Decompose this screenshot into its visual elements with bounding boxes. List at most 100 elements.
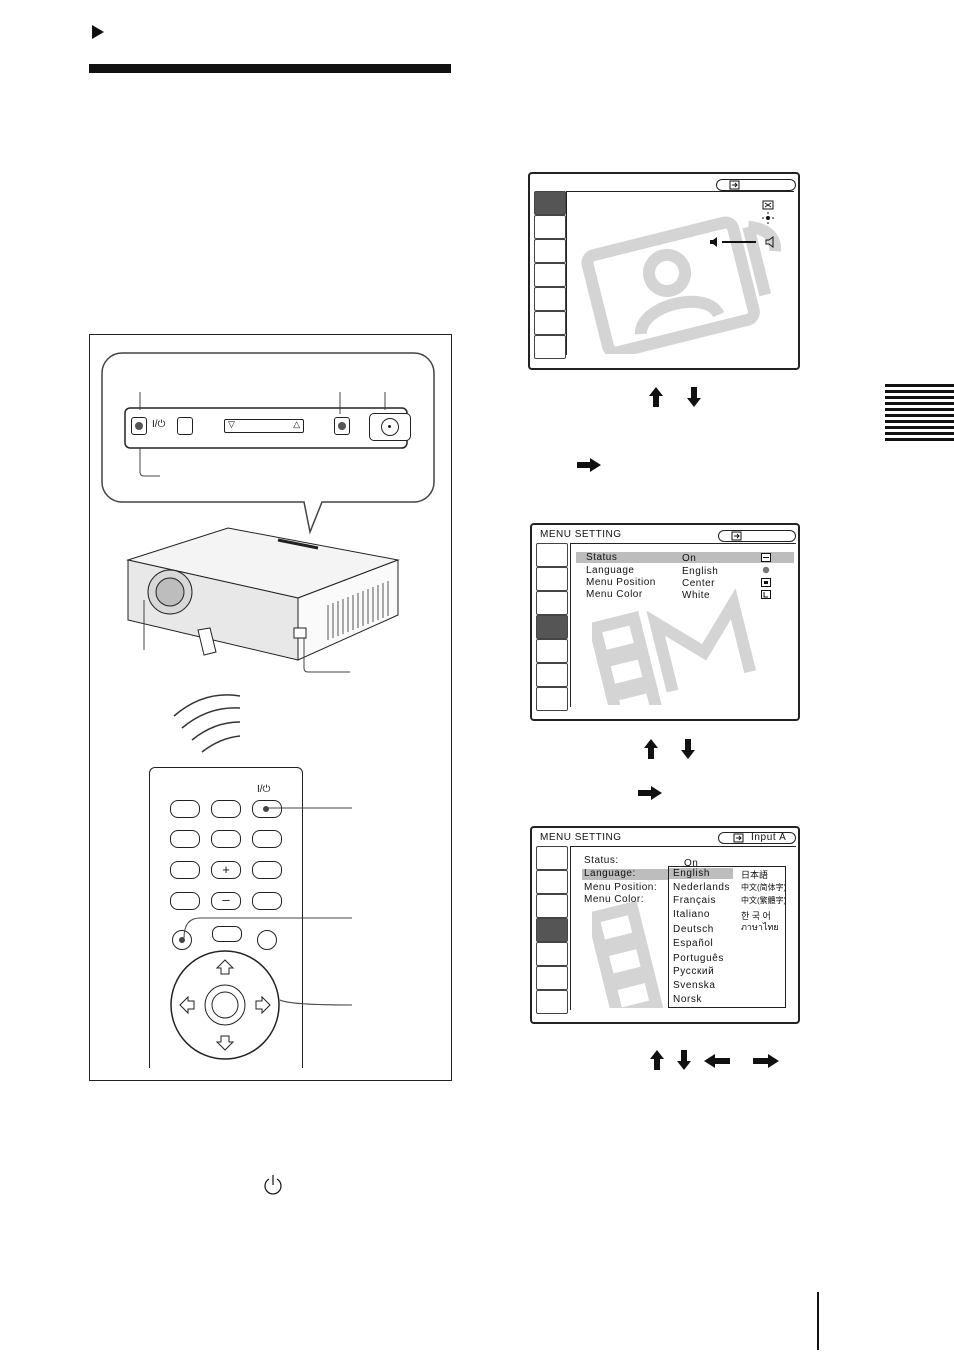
tab-picture-sound[interactable] (536, 543, 568, 567)
tab-installation[interactable] (536, 942, 568, 966)
row-language-value: English (682, 566, 719, 577)
language-option[interactable]: Deutsch (673, 924, 714, 935)
menu-title: MENU SETTING (540, 832, 622, 843)
menu-title: MENU SETTING (540, 529, 622, 540)
tab-setting[interactable] (534, 239, 566, 263)
language-option[interactable]: English (673, 868, 710, 879)
remote-button[interactable] (252, 830, 282, 848)
remote-volume-up-button[interactable]: + (211, 861, 241, 879)
tab-information[interactable] (536, 663, 568, 687)
highlight-bar (576, 552, 794, 563)
tab-blank (536, 687, 568, 711)
joystick-button[interactable] (369, 413, 411, 441)
remote-button[interactable] (211, 800, 241, 818)
language-option[interactable]: Français (673, 895, 717, 906)
menu-screen-menu-setting: MENU SETTING Status On Language English … (530, 523, 800, 721)
input-label: Input A (751, 832, 787, 843)
tab-menu-setting[interactable] (534, 263, 566, 287)
tab-picture-sound[interactable] (536, 846, 568, 870)
menu-color-icon (761, 590, 771, 599)
remote-power-label: I/⏻ (257, 784, 271, 795)
tab-input[interactable] (534, 215, 566, 239)
remote-input-button[interactable] (170, 800, 200, 818)
remote-button[interactable] (252, 861, 282, 879)
input-indicator (718, 530, 796, 542)
row-language-label[interactable]: Language (586, 565, 635, 576)
highlight-bar (582, 869, 668, 880)
illustration-frame (89, 334, 452, 1081)
language-option[interactable]: 中文(繁體字) (741, 896, 787, 905)
language-option[interactable]: 한 국 어 (741, 911, 771, 921)
arrow-down-icon (687, 387, 701, 407)
row-status-label[interactable]: Status: (584, 855, 619, 866)
menu-setting-watermark-icon (592, 900, 664, 1008)
remote-button[interactable] (252, 892, 282, 910)
tab-input[interactable] (536, 870, 568, 894)
tab-installation[interactable] (536, 639, 568, 663)
language-dropdown[interactable]: English Nederlands Français Italiano Deu… (668, 866, 786, 1008)
tab-input[interactable] (536, 567, 568, 591)
row-menu-position-label[interactable]: Menu Position: (584, 882, 658, 893)
row-language-label[interactable]: Language: (584, 868, 636, 879)
remote-direction-pad[interactable] (166, 950, 284, 1060)
input-indicator: Input A (718, 832, 796, 844)
remote-power-button[interactable] (252, 800, 282, 818)
picture-sound-watermark-icon (581, 216, 781, 354)
volume-slider[interactable] (708, 236, 778, 248)
input-button[interactable] (177, 417, 193, 435)
row-menu-color-label[interactable]: Menu Color (586, 589, 643, 600)
arrow-up-icon (644, 739, 658, 759)
remote-button[interactable] (170, 830, 200, 848)
language-option[interactable]: Español (673, 938, 714, 949)
volume-slider-panel[interactable]: ▽△ (224, 419, 304, 433)
remote-button[interactable] (212, 926, 242, 942)
tab-blank (534, 335, 566, 359)
menu-setting-watermark-icon (592, 588, 757, 705)
language-option[interactable]: Italiano (673, 909, 711, 920)
remote-button[interactable] (170, 892, 200, 910)
tab-setting[interactable] (536, 894, 568, 918)
language-option[interactable]: 日本語 (741, 870, 769, 880)
remote-signal-icon (173, 694, 241, 753)
language-option[interactable]: Português (673, 953, 724, 964)
tab-installation[interactable] (534, 287, 566, 311)
language-highlight (669, 868, 733, 879)
section-thumb-tab (885, 384, 954, 444)
row-menu-position-label[interactable]: Menu Position (586, 577, 656, 588)
arrow-right-icon (753, 1054, 779, 1068)
row-menu-color-value: White (682, 590, 711, 601)
arrow-right-icon (577, 458, 601, 472)
arrow-right-icon (638, 786, 662, 800)
language-option[interactable]: Русский (673, 966, 715, 977)
mute-icon (762, 200, 774, 210)
language-option[interactable]: ภาษาไทย (741, 922, 779, 932)
arrow-left-icon (704, 1054, 730, 1068)
tab-menu-setting[interactable] (536, 918, 568, 942)
status-icon (761, 553, 771, 562)
row-menu-color-label[interactable]: Menu Color: (584, 894, 644, 905)
remote-button[interactable] (257, 930, 277, 950)
row-status-label[interactable]: Status (586, 552, 618, 563)
row-status-value: On (682, 553, 697, 564)
menu-position-icon (761, 578, 771, 587)
tab-menu-setting[interactable] (536, 615, 568, 639)
language-option[interactable]: Norsk (673, 994, 703, 1005)
tab-picture-sound[interactable] (534, 191, 566, 215)
arrow-up-icon (649, 387, 663, 407)
remote-menu-button[interactable] (172, 930, 192, 950)
remote-leader-lines (183, 807, 353, 1006)
remote-volume-down-button[interactable]: – (211, 892, 241, 910)
language-option[interactable]: Nederlands (673, 882, 731, 893)
remote-button[interactable] (170, 861, 200, 879)
language-option[interactable]: Svenska (673, 980, 716, 991)
language-option[interactable]: 中文(简体字) (741, 883, 787, 892)
remote-button[interactable] (211, 830, 241, 848)
tab-setting[interactable] (536, 591, 568, 615)
tab-information[interactable] (536, 966, 568, 990)
power-button[interactable] (131, 417, 147, 435)
arrow-down-icon (677, 1050, 691, 1070)
arrow-down-icon (681, 739, 695, 759)
language-icon (762, 566, 770, 574)
menu-button[interactable] (334, 417, 350, 435)
tab-information[interactable] (534, 311, 566, 335)
